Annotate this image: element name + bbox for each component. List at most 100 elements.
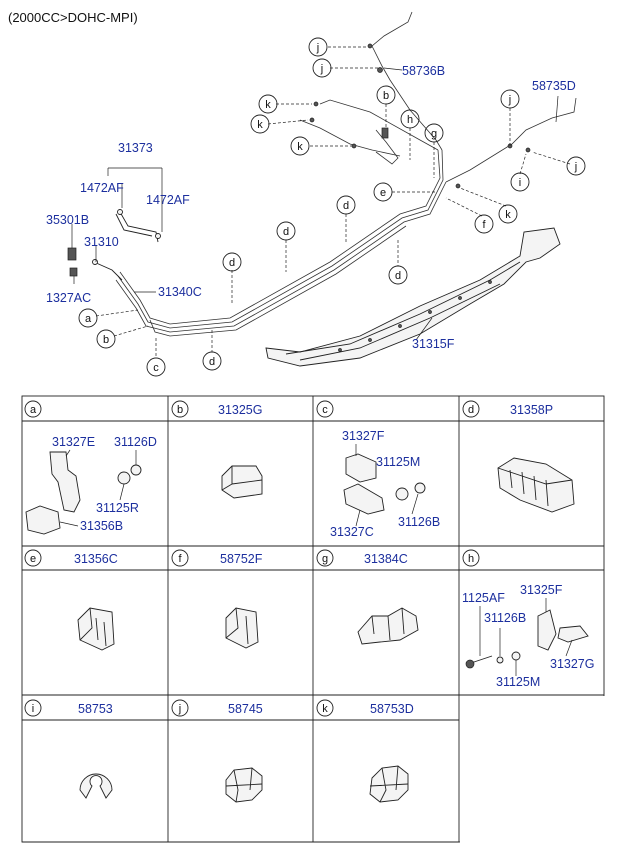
label-31315F: 31315F bbox=[412, 337, 455, 351]
bracket-31325F bbox=[537, 609, 557, 651]
callout-letter: j bbox=[508, 94, 511, 106]
bracket-31327E bbox=[49, 451, 81, 513]
cell-h: h 1125AF 31325F 31126B 31327G 31125M bbox=[462, 549, 594, 689]
label-31325G: 31325G bbox=[218, 403, 262, 417]
callout-k4: k bbox=[498, 204, 518, 224]
callout-j2: j bbox=[312, 58, 332, 78]
cell-b: b 31325G bbox=[171, 400, 263, 499]
clip-58752F bbox=[225, 607, 259, 649]
cell-j: j 58745 bbox=[171, 699, 263, 803]
clip-31327G bbox=[557, 625, 589, 643]
cell-e: e 31356C bbox=[24, 549, 118, 651]
fuel-line-assembly: 58736B 58735D 31373 1472AF 1472AF 35301B… bbox=[46, 11, 586, 377]
fuel-hose-assembly bbox=[67, 209, 161, 281]
label-31327E: 31327E bbox=[52, 435, 95, 449]
label-1472AF-left: 1472AF bbox=[80, 181, 124, 195]
label-31126B-h: 31126B bbox=[484, 611, 526, 625]
label-31126D: 31126D bbox=[114, 435, 157, 449]
label-31373: 31373 bbox=[118, 141, 153, 155]
label-58745: 58745 bbox=[228, 702, 263, 716]
callout-letter: h bbox=[407, 114, 413, 126]
bushing-31126D bbox=[130, 464, 142, 476]
label-58736B: 58736B bbox=[402, 64, 445, 78]
clip-31358P bbox=[497, 457, 575, 513]
callout-letter: e bbox=[380, 187, 386, 199]
label-31356C: 31356C bbox=[74, 552, 118, 566]
callout-letter: b bbox=[177, 404, 183, 416]
callout-letter: k bbox=[322, 703, 328, 715]
callout-d5: d bbox=[202, 351, 222, 371]
callout-letter: a bbox=[30, 404, 37, 416]
label-58735D: 58735D bbox=[532, 79, 576, 93]
clip-31384C bbox=[357, 607, 419, 645]
callout-letter: d bbox=[468, 404, 474, 416]
label-31384C: 31384C bbox=[364, 552, 408, 566]
callout-g: g bbox=[424, 123, 444, 143]
label-31125R: 31125R bbox=[96, 501, 139, 515]
cell-k: k 58753D bbox=[316, 699, 414, 803]
cell-f: f 58752F bbox=[171, 549, 263, 649]
clip-31325G bbox=[221, 465, 263, 499]
label-1125AF: 1125AF bbox=[462, 591, 505, 605]
label-35301B: 35301B bbox=[46, 213, 89, 227]
label-31327C: 31327C bbox=[330, 525, 374, 539]
callout-letter: k bbox=[265, 99, 271, 111]
callout-letter: g bbox=[322, 553, 328, 565]
cell-c: c 31327F 31125M 31327C 31126B bbox=[316, 400, 440, 539]
callout-a: a bbox=[78, 308, 98, 328]
callout-letter: k bbox=[297, 141, 303, 153]
callout-letter: f bbox=[178, 553, 182, 565]
label-1472AF-right: 1472AF bbox=[146, 193, 190, 207]
clip-31356C bbox=[77, 607, 115, 651]
callout-letter: j bbox=[316, 42, 319, 54]
callout-b-top: b bbox=[376, 85, 396, 105]
callout-letter: d bbox=[343, 200, 349, 212]
cell-a: a 31327E 31126D 31125R 31356B bbox=[24, 400, 157, 535]
callout-letter: g bbox=[431, 128, 437, 140]
callout-letter: d bbox=[229, 257, 235, 269]
label-58752F: 58752F bbox=[220, 552, 263, 566]
callout-letter: j bbox=[178, 703, 181, 715]
label-58753: 58753 bbox=[78, 702, 113, 716]
callout-letter: j bbox=[320, 63, 323, 75]
callout-letter: b bbox=[103, 334, 109, 346]
callout-d4: d bbox=[388, 265, 408, 285]
callout-letter: h bbox=[468, 553, 474, 565]
callout-letter: e bbox=[30, 553, 36, 565]
cell-i: i 58753 bbox=[24, 699, 113, 799]
clip-31356B bbox=[25, 505, 61, 535]
callout-letter: b bbox=[383, 90, 389, 102]
callout-letter: c bbox=[153, 362, 159, 374]
cell-g: g 31384C bbox=[316, 549, 419, 645]
bolt-1125AF bbox=[465, 659, 475, 669]
label-58753D: 58753D bbox=[370, 702, 414, 716]
callout-k2: k bbox=[250, 114, 270, 134]
connector-clip bbox=[67, 247, 77, 261]
callout-d1: d bbox=[336, 195, 356, 215]
callout-h: h bbox=[400, 109, 420, 129]
label-1327AC: 1327AC bbox=[46, 291, 91, 305]
callout-letter: d bbox=[209, 356, 215, 368]
clip-bolt bbox=[69, 267, 78, 277]
callout-letter: d bbox=[395, 270, 401, 282]
label-31310: 31310 bbox=[84, 235, 119, 249]
callout-letter: a bbox=[85, 313, 92, 325]
clip-31327F bbox=[345, 453, 377, 483]
callout-c: c bbox=[146, 357, 166, 377]
callout-j4: j bbox=[566, 156, 586, 176]
bracket-31327C bbox=[343, 483, 385, 515]
callout-letter: i bbox=[519, 177, 521, 189]
label-31356B: 31356B bbox=[80, 519, 123, 533]
label-31340C: 31340C bbox=[158, 285, 202, 299]
callout-j3: j bbox=[500, 89, 520, 109]
label-31126B: 31126B bbox=[398, 515, 440, 529]
protector-bracket bbox=[265, 227, 561, 367]
cell-d: d 31358P bbox=[462, 400, 575, 513]
callout-d3: d bbox=[222, 252, 242, 272]
label-31325F: 31325F bbox=[520, 583, 563, 597]
engine-spec-header: (2000CC>DOHC-MPI) bbox=[8, 10, 138, 25]
callout-b-left: b bbox=[96, 329, 116, 349]
leader-lines bbox=[71, 46, 571, 358]
callout-letter: k bbox=[257, 119, 263, 131]
label-31327G: 31327G bbox=[550, 657, 594, 671]
